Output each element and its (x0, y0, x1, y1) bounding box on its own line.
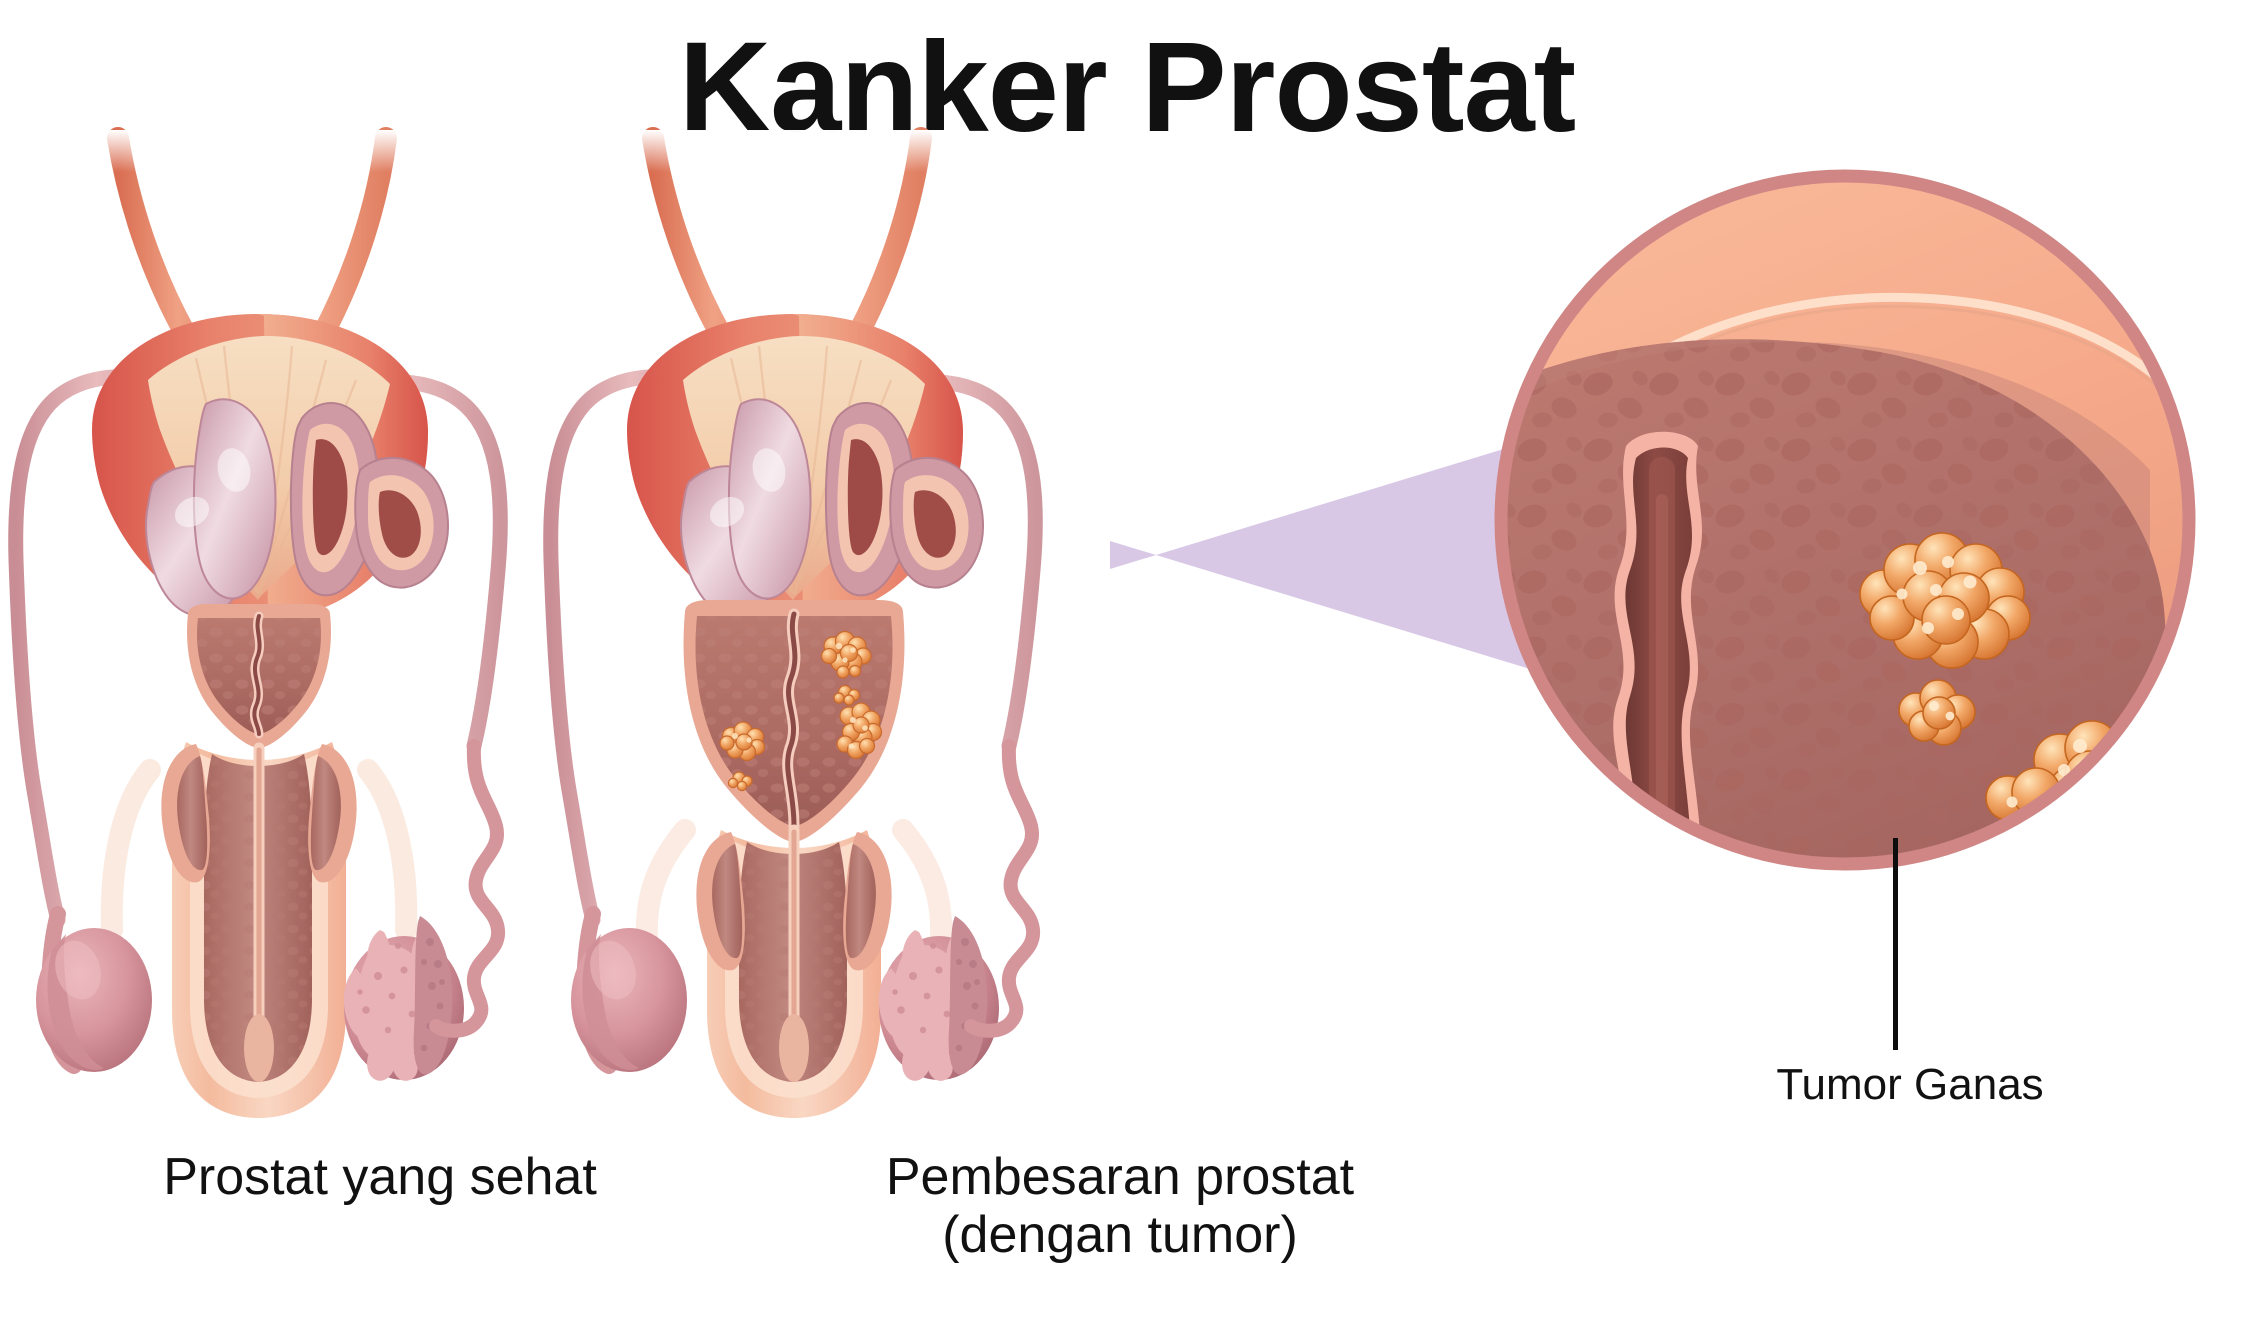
urethra-lumen (1613, 431, 1702, 868)
penis-shaft (161, 742, 357, 1118)
tumor-cluster (719, 630, 883, 792)
caption-tumor-ganas: Tumor Ganas (1776, 1060, 2044, 1109)
penis-shaft (696, 824, 892, 1118)
prostate-healthy (187, 604, 331, 748)
tumor-leader-line (1893, 838, 1898, 1050)
testicle-left (36, 906, 152, 1074)
seminal-vesicle-intact (680, 398, 812, 618)
seminal-vesicle-intact (145, 398, 277, 618)
testicle-left (571, 906, 687, 1074)
caption-enlarged-prostate: Pembesaran prostat (dengan tumor) (885, 1148, 1355, 1265)
figure-magnified-tumor (1494, 169, 2196, 871)
seminal-vesicle-cut (824, 402, 984, 597)
testicle-right-cutaway (343, 739, 506, 1081)
seminal-vesicle-cut (289, 402, 449, 597)
figure-healthy-prostate (8, 127, 508, 1118)
vas-deferens-left (8, 368, 204, 928)
testicle-right-cutaway (878, 739, 1041, 1081)
caption-healthy-prostate: Prostat yang sehat (163, 1148, 597, 1206)
figure-enlarged-prostate (543, 127, 1043, 1118)
vas-deferens-left (543, 368, 739, 928)
prostate-enlarged (683, 600, 905, 842)
tumor-cluster-upper (1859, 532, 2031, 746)
